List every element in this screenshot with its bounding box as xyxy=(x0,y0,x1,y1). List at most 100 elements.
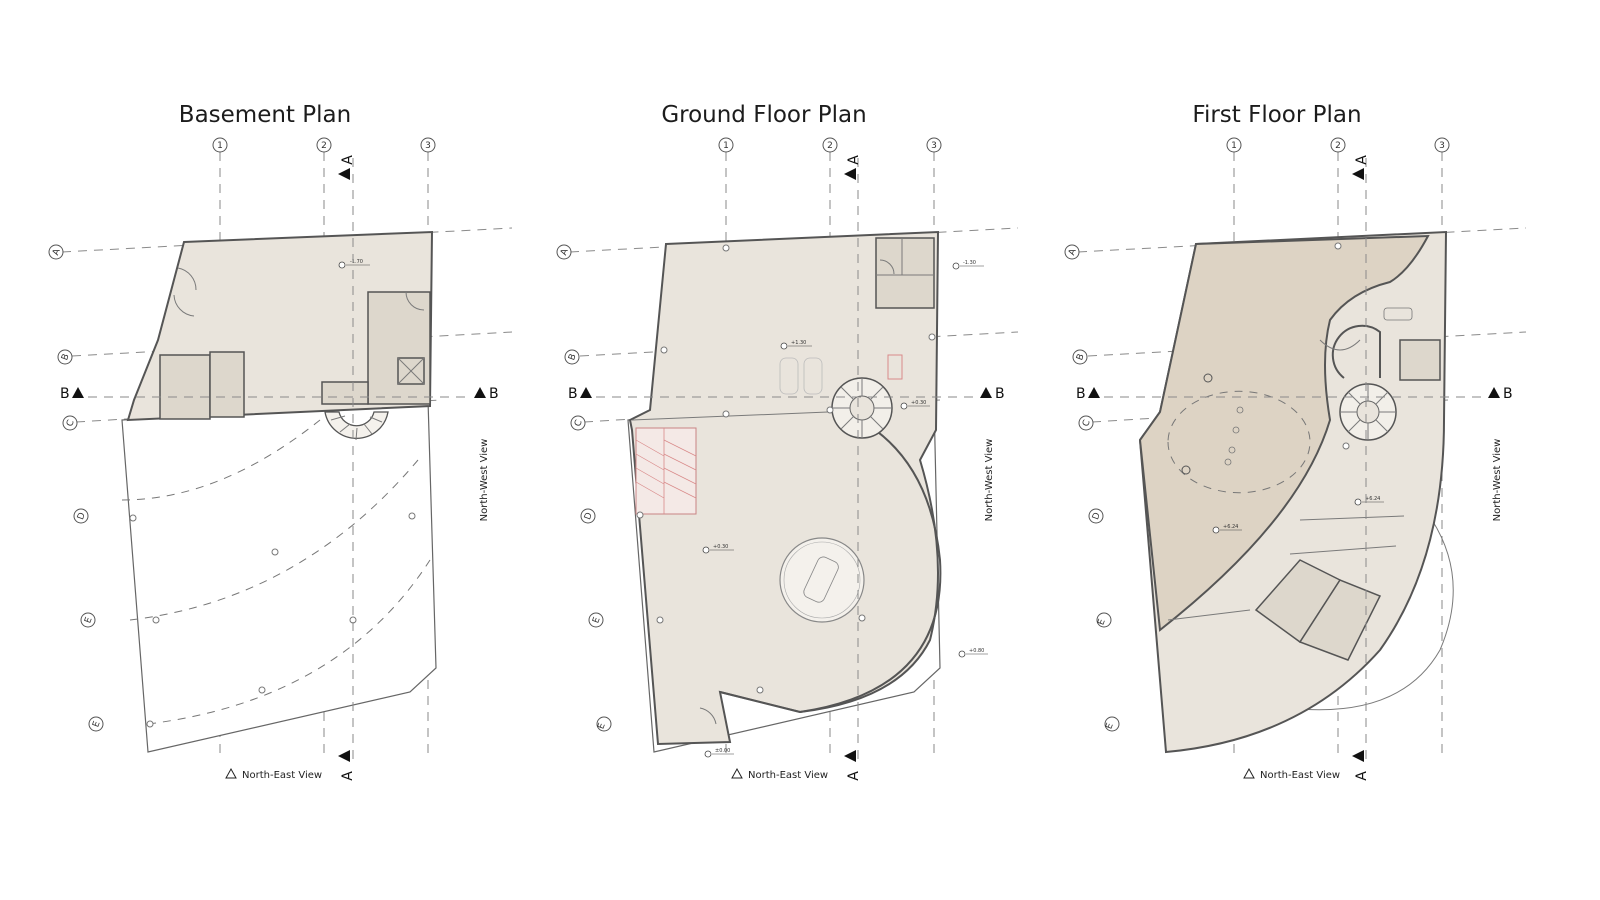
column-markers xyxy=(129,512,416,728)
svg-text:3: 3 xyxy=(931,141,937,151)
svg-text:+0.30: +0.30 xyxy=(911,400,926,406)
level-marker-3: +0.30 xyxy=(702,544,734,554)
section-marker-b-right: B xyxy=(1488,386,1513,402)
bench xyxy=(1383,307,1413,321)
service-core xyxy=(367,291,431,405)
grid-row-bubble-a: A xyxy=(556,244,572,260)
svg-text:-1.70: -1.70 xyxy=(350,259,363,265)
svg-text:North-West View: North-West View xyxy=(479,439,490,522)
grid-bubble-1: 1 xyxy=(1226,137,1242,153)
turntable xyxy=(779,537,865,623)
grid-row-bubble-b: B xyxy=(1072,349,1088,365)
svg-text:1: 1 xyxy=(723,141,729,151)
svg-text:A: A xyxy=(51,247,63,257)
svg-text:D: D xyxy=(1091,511,1103,521)
grid-bubble-2: 2 xyxy=(316,137,332,153)
level-marker-2: +6.24 xyxy=(1212,524,1242,534)
grid-row-bubble-a: A xyxy=(1064,244,1080,260)
section-marker-b-left: B xyxy=(1076,386,1100,402)
svg-text:E: E xyxy=(1104,722,1115,731)
grid-row-bubble-d: D xyxy=(73,508,89,524)
level-marker-5: +0.80 xyxy=(958,648,988,658)
svg-text:D: D xyxy=(76,511,88,521)
view-label-side: North-West View xyxy=(479,439,490,522)
grid-row-bubble-a: A xyxy=(48,244,64,260)
svg-text:2: 2 xyxy=(1335,141,1341,151)
section-marker-a-top: A xyxy=(338,155,356,180)
grid-bubble-1: 1 xyxy=(212,137,228,153)
parked-cars xyxy=(779,357,823,395)
grid-row-bubble-e2: E xyxy=(1104,716,1120,732)
section-marker-b-right: B xyxy=(980,386,1005,402)
svg-text:A: A xyxy=(846,771,862,781)
svg-text:D: D xyxy=(583,511,595,521)
view-label-bottom: North-East View xyxy=(225,767,322,781)
curved-wall xyxy=(719,419,942,714)
wc-block xyxy=(875,237,935,309)
grid-bubble-1: 1 xyxy=(718,137,734,153)
ground-floor-plan: Ground Floor Plan 1 2 3 A B C D E E xyxy=(556,102,1019,781)
svg-text:+0.30: +0.30 xyxy=(713,544,728,550)
svg-text:+6.24: +6.24 xyxy=(1365,496,1380,502)
door-swing xyxy=(177,267,197,291)
level-marker-6: ±0.00 xyxy=(704,748,734,758)
grid-row-bubble-b: B xyxy=(57,349,73,365)
bathroom xyxy=(1399,339,1441,381)
furniture-plants xyxy=(1181,373,1244,475)
level-marker-1: -1.30 xyxy=(952,260,984,270)
svg-text:A: A xyxy=(1067,247,1079,257)
svg-text:A: A xyxy=(1354,155,1370,165)
grid-bubble-2: 2 xyxy=(1330,137,1346,153)
svg-text:+0.80: +0.80 xyxy=(969,648,984,654)
svg-text:A: A xyxy=(340,771,356,781)
svg-text:C: C xyxy=(573,419,585,428)
plan-title: Ground Floor Plan xyxy=(661,102,866,128)
svg-text:B: B xyxy=(1075,353,1087,362)
grid-row-bubble-e: E xyxy=(80,612,96,628)
first-floor-plan: First Floor Plan 1 2 3 A B C D E E xyxy=(1064,102,1527,781)
svg-text:C: C xyxy=(65,419,77,428)
spiral-stair xyxy=(831,377,893,439)
svg-text:C: C xyxy=(1081,419,1093,428)
grid-row-bubble-e: E xyxy=(1096,612,1112,628)
svg-text:3: 3 xyxy=(425,141,431,151)
view-label-bottom: North-East View xyxy=(1243,767,1340,781)
grid-row-bubble-d: D xyxy=(1088,508,1104,524)
svg-text:-1.30: -1.30 xyxy=(963,260,976,266)
svg-text:North-West View: North-West View xyxy=(1492,439,1503,522)
section-marker-a-bottom: A xyxy=(1352,750,1370,781)
svg-text:B: B xyxy=(60,386,70,402)
grid-row-bubble-e: E xyxy=(588,612,604,628)
grid-row-bubble-c: C xyxy=(570,415,586,431)
view-label-bottom: North-East View xyxy=(731,767,828,781)
section-marker-a-bottom: A xyxy=(338,750,356,781)
svg-text:B: B xyxy=(568,386,578,402)
plan-title: Basement Plan xyxy=(179,102,351,128)
plan-title: First Floor Plan xyxy=(1192,102,1361,128)
svg-text:B: B xyxy=(60,353,72,362)
svg-text:E: E xyxy=(91,720,102,729)
svg-text:North-West View: North-West View xyxy=(984,439,995,522)
svg-text:3: 3 xyxy=(1439,141,1445,151)
section-marker-a-top: A xyxy=(844,155,862,180)
svg-text:North-East View: North-East View xyxy=(748,770,828,781)
section-marker-b-right: B xyxy=(474,386,499,402)
grid-row-bubble-c: C xyxy=(1078,415,1094,431)
svg-text:2: 2 xyxy=(827,141,833,151)
svg-text:±0.00: ±0.00 xyxy=(715,748,730,754)
grid-row-bubble-e2: E xyxy=(596,716,612,732)
curved-room-wall xyxy=(1331,324,1381,379)
svg-text:A: A xyxy=(559,247,571,257)
svg-text:North-East View: North-East View xyxy=(1260,770,1340,781)
svg-text:+1.30: +1.30 xyxy=(791,340,806,346)
red-stair-flight xyxy=(887,354,903,380)
grid-row-bubble-c: C xyxy=(62,415,78,431)
level-marker-1: +6.24 xyxy=(1354,496,1384,506)
svg-text:A: A xyxy=(1354,771,1370,781)
site-outline xyxy=(121,399,437,753)
svg-text:1: 1 xyxy=(217,141,223,151)
storage-room xyxy=(159,354,211,420)
basement-plan: Basement Plan 1 2 3 A B xyxy=(48,102,513,781)
svg-text:E: E xyxy=(83,616,94,625)
